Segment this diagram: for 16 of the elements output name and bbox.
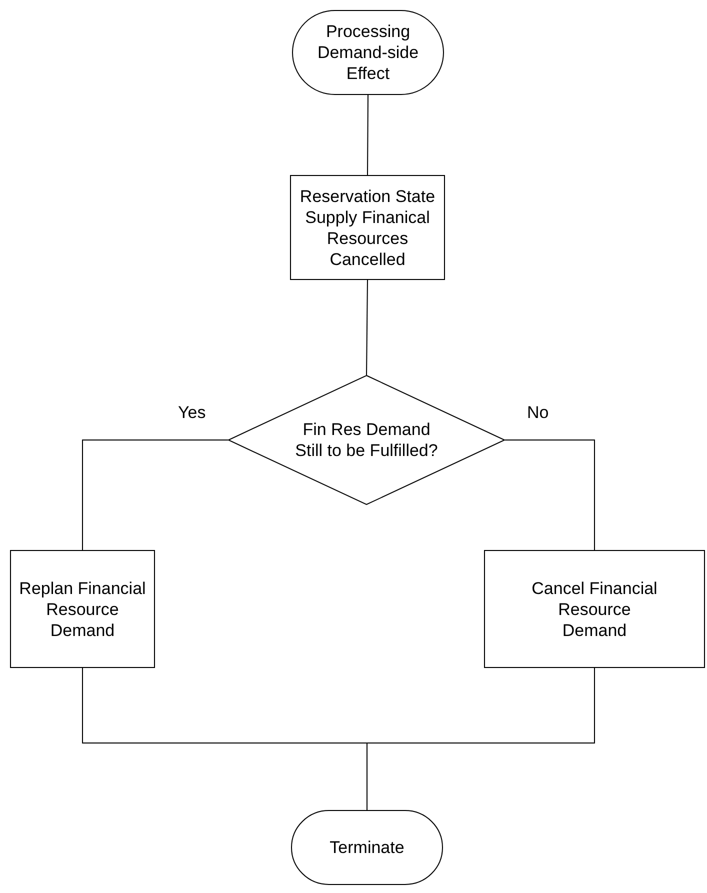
process-box — [10, 550, 155, 668]
node-text: Replan Financial Resource Demand — [18, 578, 147, 640]
decision-diamond — [228, 375, 505, 505]
edge-label: No — [527, 403, 549, 423]
node-text: Cancel Financial Resource Demand — [530, 578, 658, 640]
node-text: Terminate — [328, 837, 406, 858]
process-box — [290, 175, 445, 280]
connector-line — [82, 440, 228, 550]
connector-line — [504, 440, 595, 550]
connector-line — [366, 280, 368, 376]
node-text: Fin Res Demand Still to be Fulfilled? — [294, 419, 439, 461]
node-text: Reservation State Supply Finanical Resources Cancelled — [298, 186, 436, 270]
connector-line — [367, 94, 368, 176]
edge-label: Yes — [178, 403, 206, 423]
process-box — [484, 550, 705, 668]
node-text: Processing Demand-side Effect — [316, 21, 420, 84]
